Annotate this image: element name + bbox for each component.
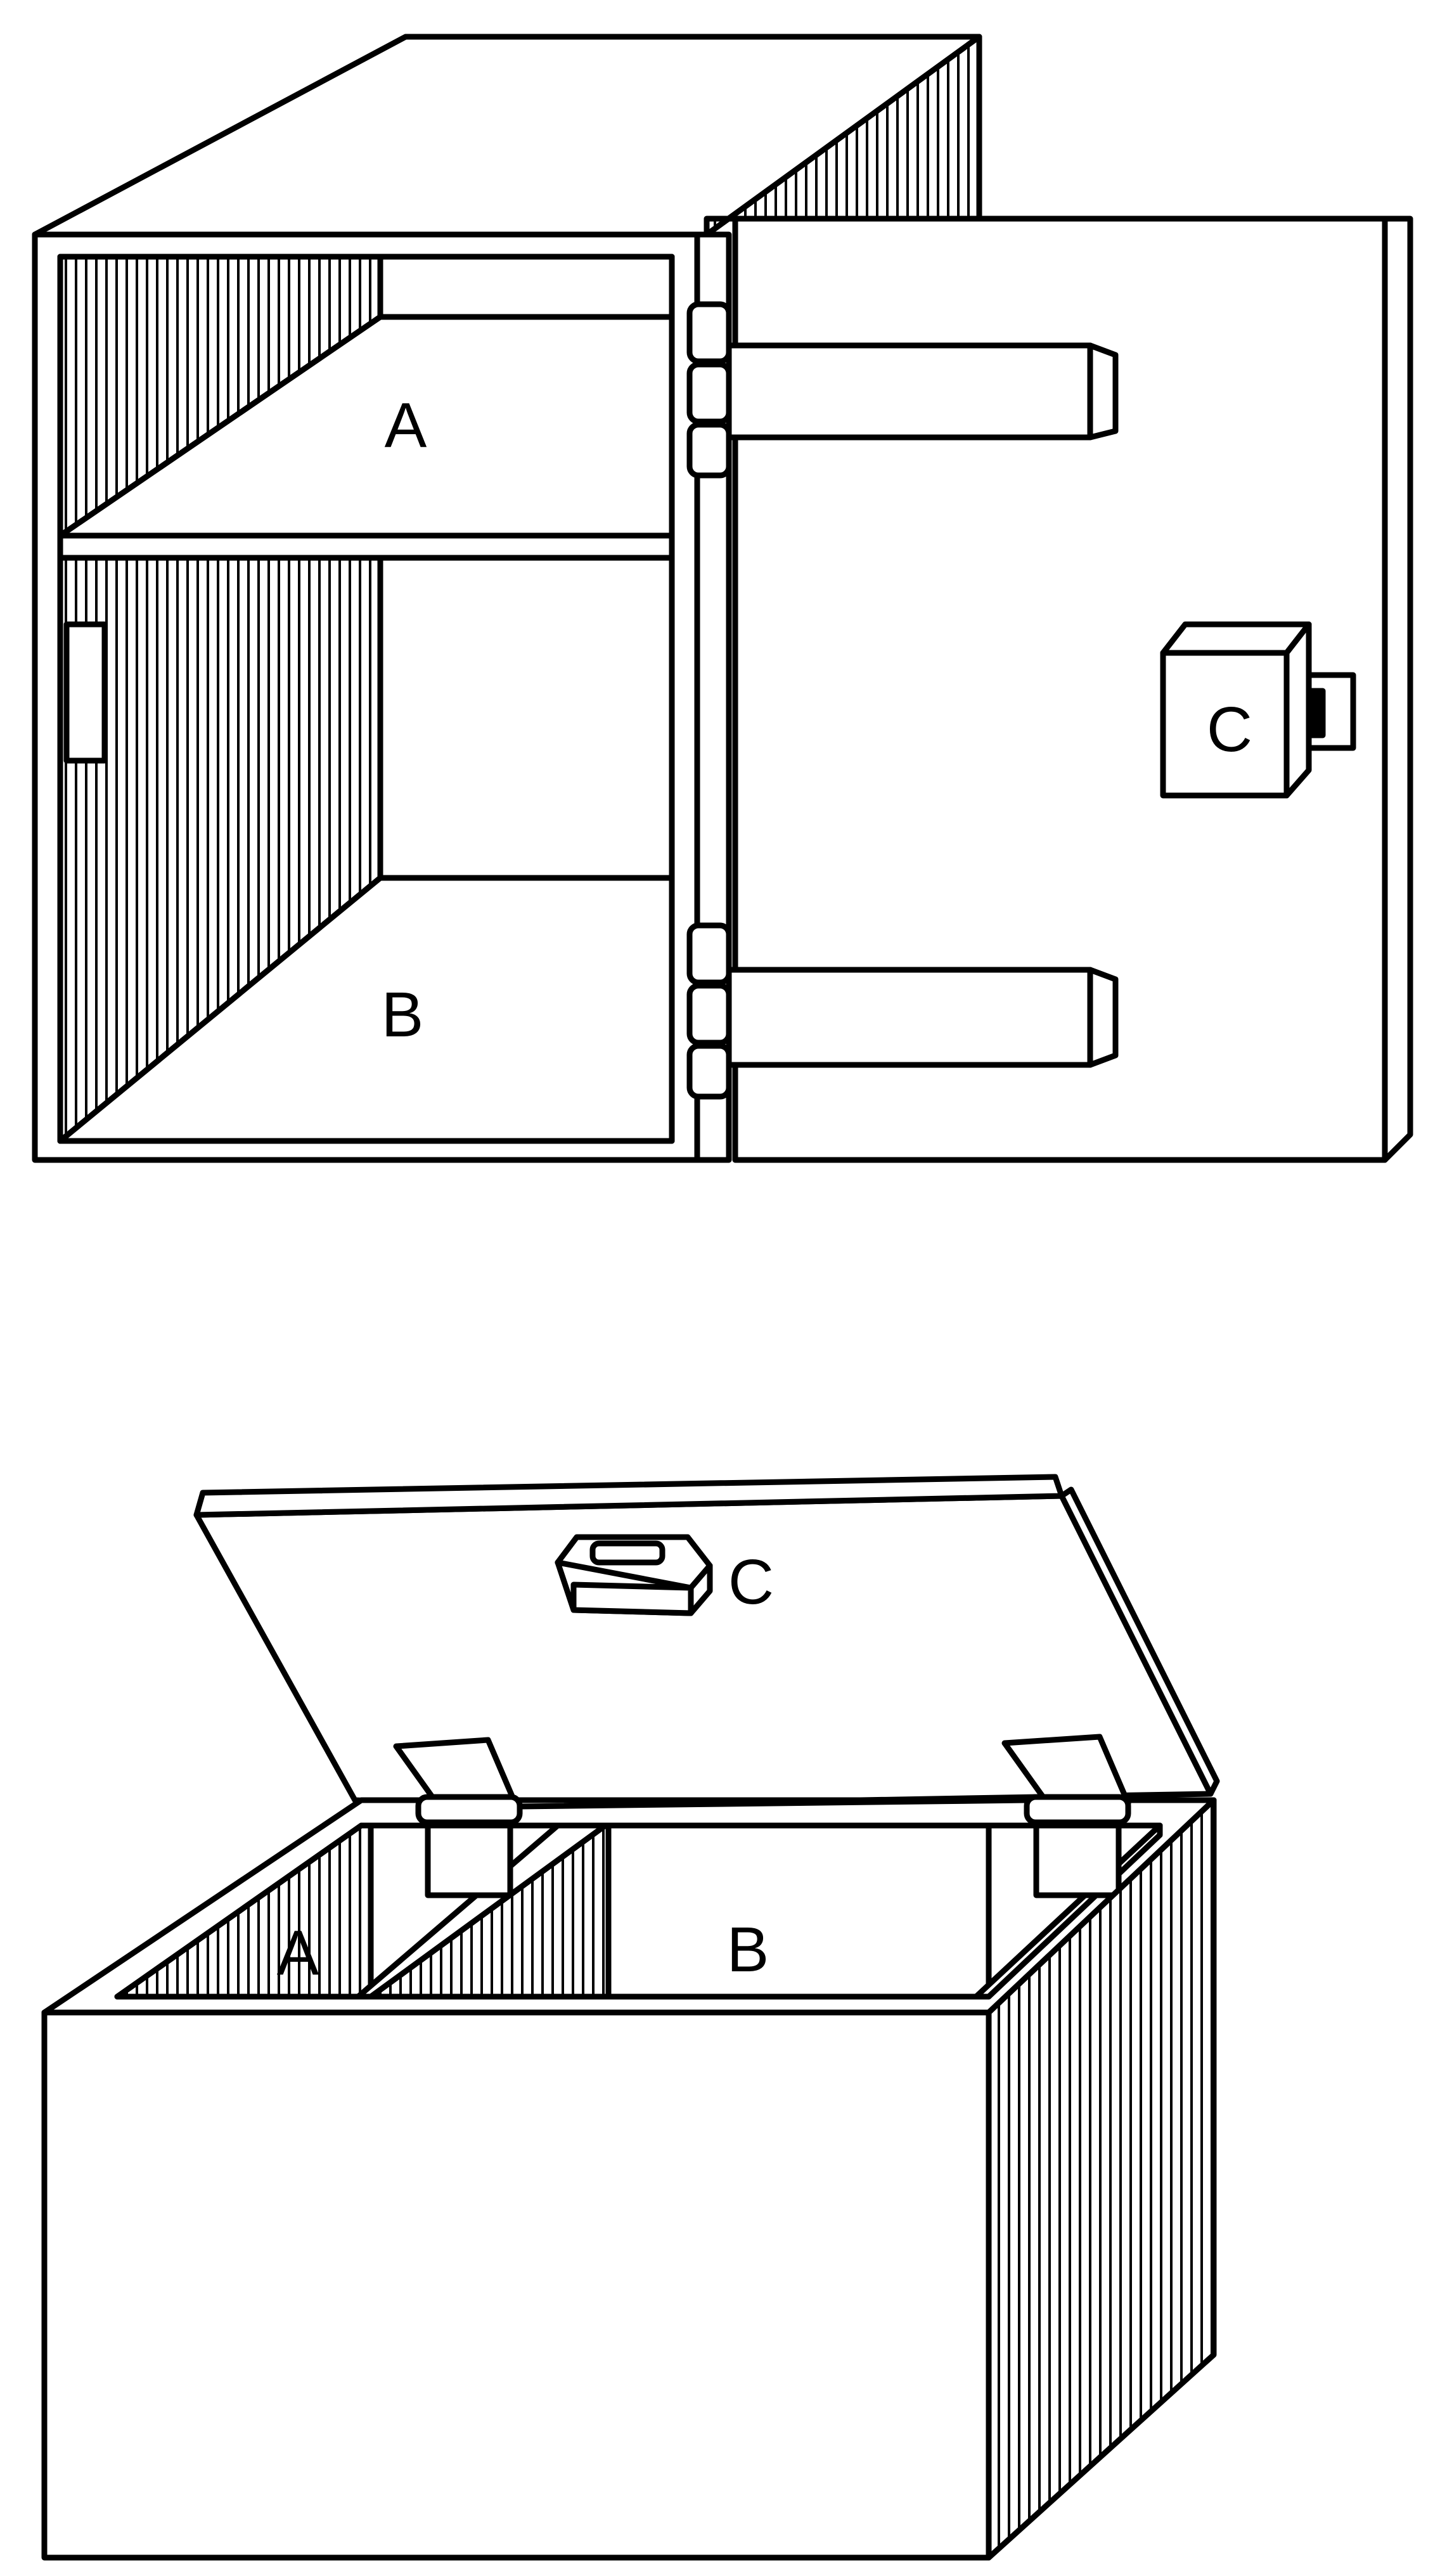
chest-hinge-left-knuckle xyxy=(415,1794,523,1826)
floor-b xyxy=(57,875,675,1144)
chest-hinge-left-plate xyxy=(425,1822,513,1898)
door-lock-side xyxy=(1283,621,1312,799)
label-door-lock-c: C xyxy=(1207,694,1252,765)
hinge-strap-lower xyxy=(726,967,1119,1068)
hinge-knuckle-lower-1 xyxy=(686,922,732,986)
hinge-knuckle-upper-3 xyxy=(686,422,732,479)
lid-lock-keyhole xyxy=(589,1540,665,1566)
chest-lid-side-edge xyxy=(1058,1486,1220,1797)
label-compartment-a: A xyxy=(277,1917,319,1988)
hinge-knuckle-upper-1 xyxy=(686,301,732,364)
lid-lock-front xyxy=(570,1581,694,1616)
label-shelf-a: A xyxy=(385,390,427,461)
chest-hinge-line xyxy=(517,1797,1030,1810)
hinge-knuckle-upper-2 xyxy=(686,361,732,425)
hinge-strap-upper xyxy=(726,342,1119,441)
door-lock-bolt-tip xyxy=(1306,688,1326,738)
label-compartment-b: B xyxy=(727,1914,769,1985)
door-edge xyxy=(1382,216,1413,1163)
compartment-b-back xyxy=(605,1822,992,2000)
compartment-a-wall xyxy=(114,1822,374,2000)
door-lock-box xyxy=(1160,650,1290,799)
chest-hinge-right-plate xyxy=(1033,1822,1122,1898)
lower-compartment-back xyxy=(377,555,675,881)
chest-front xyxy=(41,2009,992,2561)
label-lid-lock-c: C xyxy=(728,1547,774,1618)
chest-figure xyxy=(41,1474,1220,2561)
latch-notch xyxy=(63,621,108,764)
cabinet-figure xyxy=(32,34,1413,1163)
chest-hinge-right-knuckle xyxy=(1024,1794,1131,1826)
hinge-knuckle-lower-2 xyxy=(686,982,732,1046)
hinge-knuckle-lower-3 xyxy=(686,1043,732,1100)
chest-lid-edge xyxy=(193,1474,1065,1518)
shelf-front-edge xyxy=(57,532,675,561)
label-floor-b: B xyxy=(382,979,424,1050)
upper-compartment-back xyxy=(377,254,675,320)
chest-side xyxy=(986,1797,1217,2561)
